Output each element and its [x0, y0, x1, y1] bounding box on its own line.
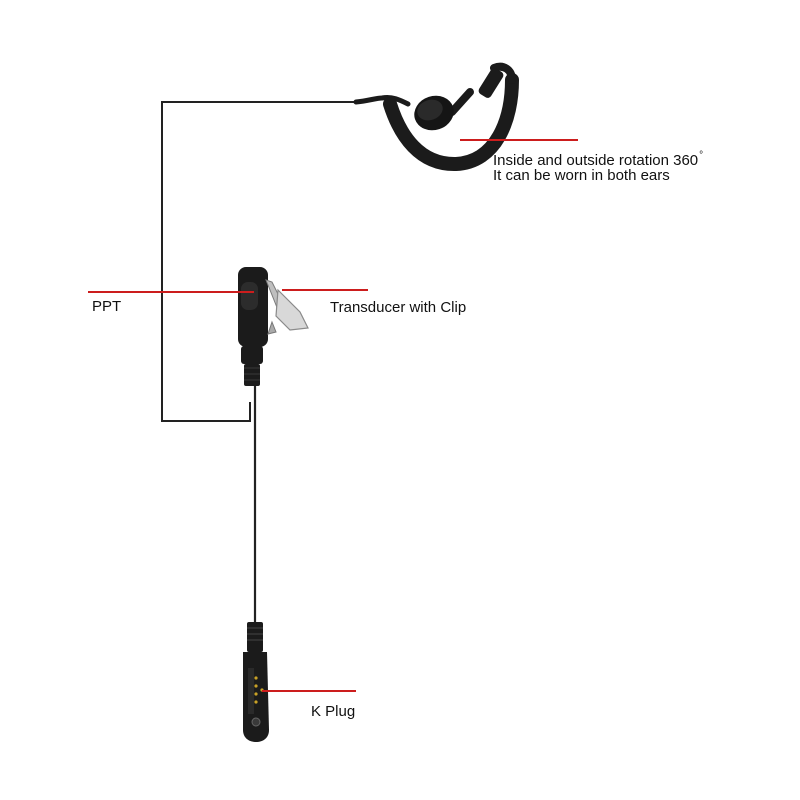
k-plug [243, 622, 269, 742]
earpiece-rotation-text: Inside and outside rotation 360 [493, 152, 699, 169]
transducer-label: Transducer with Clip [330, 299, 467, 316]
earpiece-wear-label: It can be worn in both ears [493, 167, 670, 184]
k-plug-label: K Plug [311, 703, 356, 720]
clip [265, 279, 309, 335]
ppt-label: PPT [92, 298, 122, 315]
transducer [238, 267, 268, 386]
degree-mark: ° [699, 150, 704, 161]
ear-hook [353, 62, 519, 172]
ear-cable [161, 101, 356, 422]
earpiece-rotation-label: Inside and outside rotation 360° [493, 146, 703, 170]
